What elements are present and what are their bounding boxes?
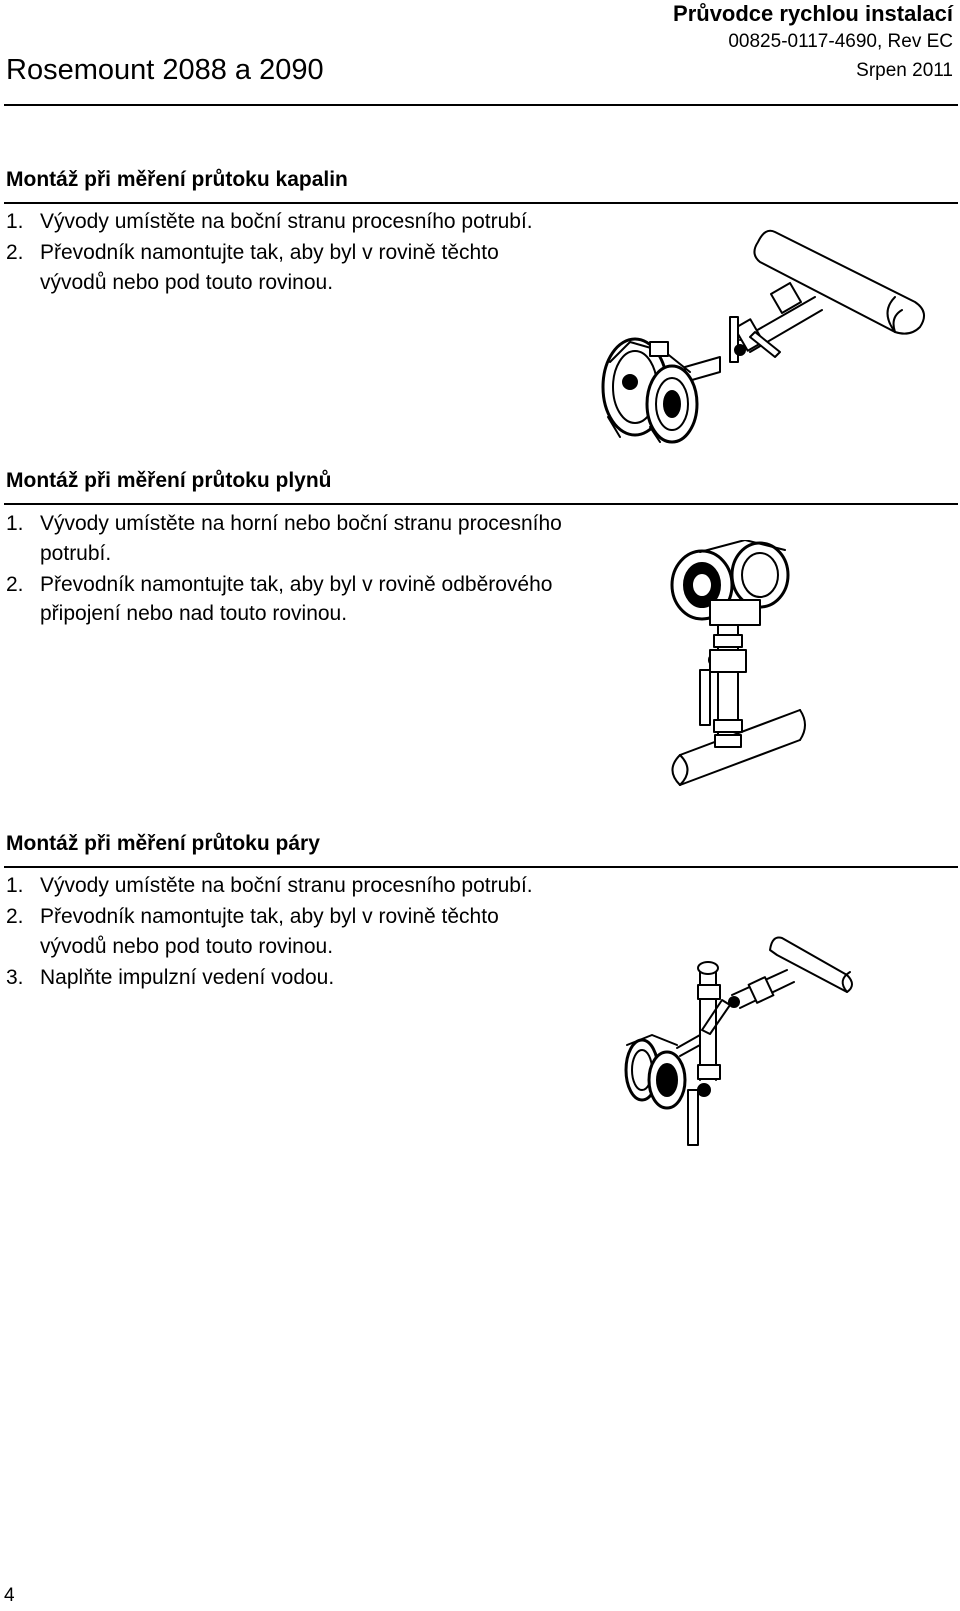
list-item: 2. Převodník namontujte tak, aby byl v ro… [6,238,566,297]
step-number: 2. [6,905,24,928]
section-divider [4,503,958,505]
step-text: Převodník namontujte tak, aby byl v rovi… [40,572,553,626]
step-text: Převodník namontujte tak, aby byl v rovi… [40,241,499,294]
liquid-installation-illustration [601,229,925,444]
step-number: 2. [6,241,24,264]
step-number: 2. [6,572,24,596]
step-text: Převodník namontujte tak, aby byl v rovi… [40,905,499,958]
list-item: 1. Vývody umístěte na boční stranu proces… [6,207,566,237]
document-number: 00825-0117-4690, Rev EC [728,31,953,52]
document-meta: Průvodce rychlou instalací 00825-0117-46… [673,0,953,85]
step-text: Vývody umístěte na boční stranu procesní… [40,210,533,233]
steam-installation-illustration [624,936,853,1146]
step-text: Vývody umístěte na boční stranu procesní… [40,874,533,897]
header-divider [4,104,958,106]
steps-list: 1. Vývody umístěte na boční stranu proces… [6,871,566,994]
step-number: 1. [6,874,24,897]
section-divider [4,202,958,204]
step-number: 3. [6,965,24,989]
step-text: Naplňte impulzní vedení vodou. [40,965,335,989]
list-item: 2. Převodník namontujte tak, aby byl v ro… [6,570,566,629]
step-number: 1. [6,210,24,233]
steps-list: 1. Vývody umístěte na boční stranu proces… [6,207,566,299]
guide-title: Průvodce rychlou instalací [673,1,953,26]
list-item: 1. Vývody umístěte na boční stranu proces… [6,871,566,901]
section-title: Montáž při měření průtoku kapalin [6,168,348,191]
document-date: Srpen 2011 [856,60,953,81]
product-title: Rosemount 2088 a 2090 [6,54,324,86]
step-number: 1. [6,512,24,535]
step-text: Vývody umístěte na horní nebo boční stra… [40,512,562,565]
page-number: 4 [4,1585,15,1606]
list-item: 1. Vývody umístěte na horní nebo boční st… [6,509,566,568]
gas-installation-illustration [670,540,806,786]
page-header: Rosemount 2088 a 2090 Průvodce rychlou i… [0,0,960,108]
section-divider [4,866,958,868]
section-title: Montáž při měření průtoku páry [6,832,320,855]
list-item: 3. Naplňte impulzní vedení vodou. [6,963,566,993]
section-title: Montáž při měření průtoku plynů [6,469,332,492]
steps-list: 1. Vývody umístěte na horní nebo boční st… [6,509,566,630]
list-item: 2. Převodník namontujte tak, aby byl v ro… [6,902,566,961]
